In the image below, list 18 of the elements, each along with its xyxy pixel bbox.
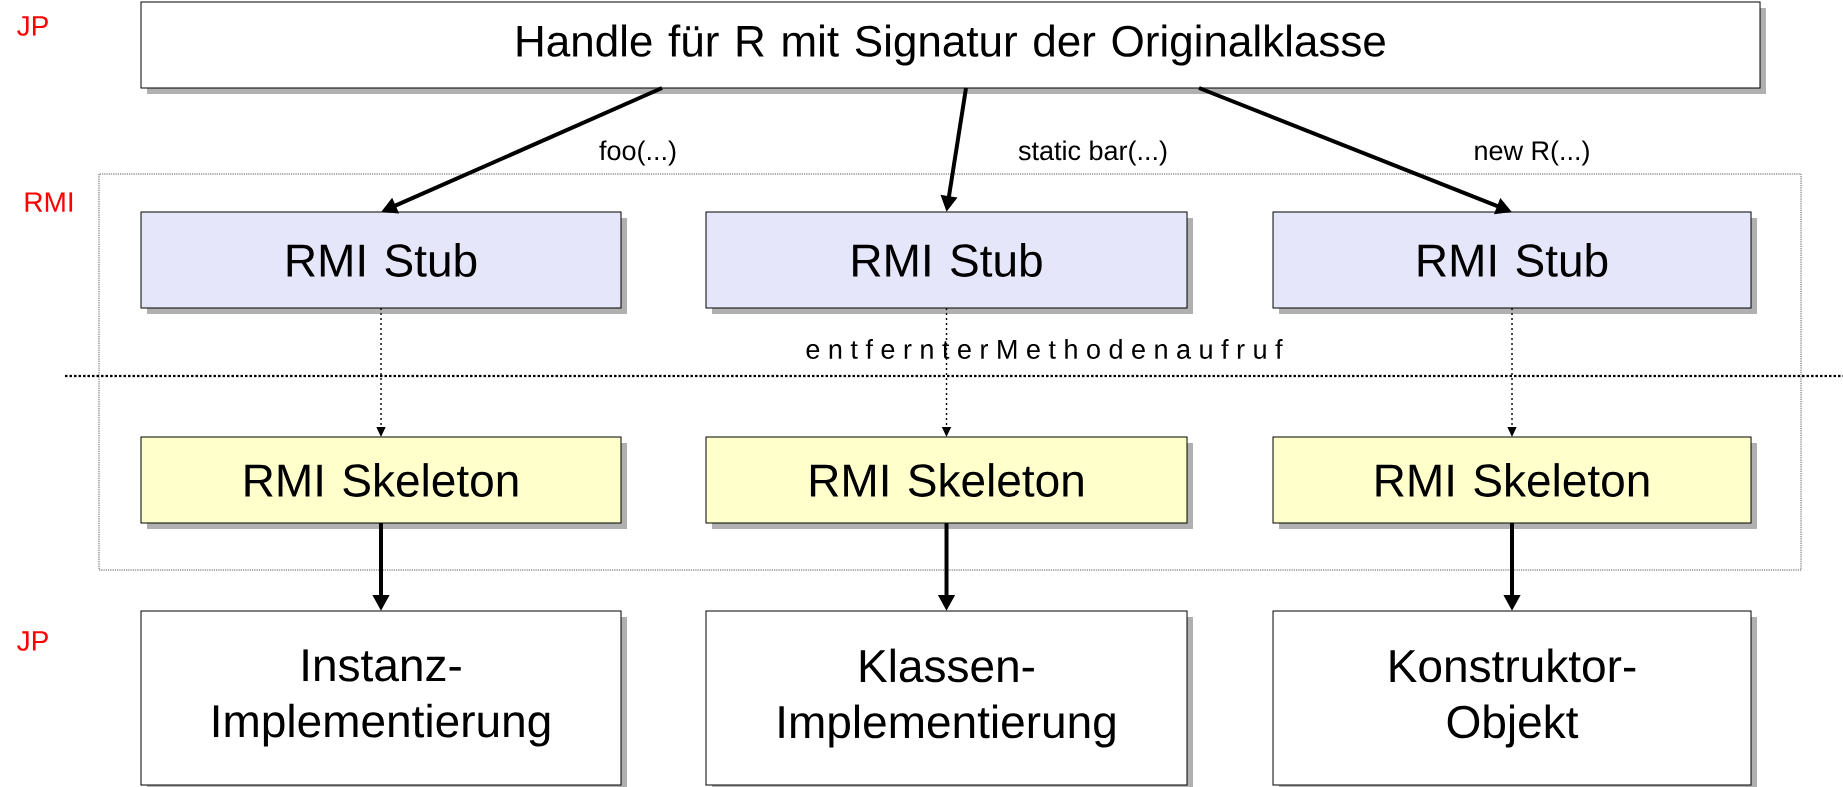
process-box: Klassen- Implementierung (705, 610, 1193, 787)
process-box: RMI Stub (1272, 211, 1757, 314)
process-box: RMI Stub (140, 211, 627, 314)
process-box: Instanz- Implementierung (140, 610, 627, 787)
process-box: RMI Stub (705, 211, 1193, 314)
process-box: Handle für R mit Signatur der Originalklasse (140, 1, 1767, 94)
layer-label: JP (17, 631, 48, 651)
region-frame (98, 173, 1802, 571)
edge-label: foo(...) (597, 138, 679, 168)
edge-label: static bar(...) (1016, 138, 1171, 168)
edge-label: new R(...) (1471, 138, 1593, 168)
annotation-text: e n t f e r n t e r M e t h o d e n a u f r u f (806, 339, 1283, 359)
layer-label: JP (17, 16, 48, 36)
process-box: RMI Skeleton (140, 436, 627, 529)
region-label: RMI (25, 192, 73, 212)
process-box: Konstruktor- Objekt (1272, 610, 1757, 787)
process-box: RMI Skeleton (1272, 436, 1757, 529)
process-box: RMI Skeleton (705, 436, 1193, 529)
